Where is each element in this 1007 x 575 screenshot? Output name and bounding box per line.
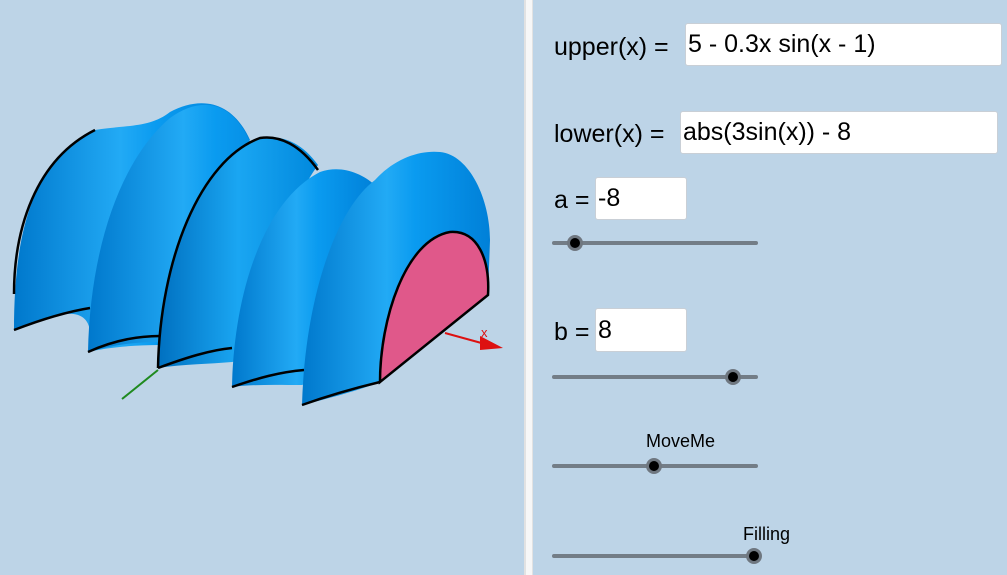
filling-slider[interactable] (552, 546, 762, 566)
b-label: b = (554, 318, 590, 346)
surface-edge (231, 368, 305, 389)
lower-label: lower(x) = (554, 120, 665, 148)
a-slider[interactable] (552, 233, 758, 253)
surface-segment (302, 151, 490, 405)
moveme-slider[interactable] (552, 456, 758, 476)
slider-track[interactable] (552, 554, 758, 558)
slider-thumb[interactable] (725, 369, 742, 385)
surface-edge (301, 380, 381, 407)
slider-track[interactable] (552, 375, 758, 379)
upper-label: upper(x) = (554, 33, 669, 61)
lower-input[interactable]: abs(3sin(x)) - 8 (680, 111, 998, 154)
surface-edge (12, 128, 96, 295)
filling-caption: Filling (743, 524, 791, 544)
graphics-3d-view[interactable]: x (0, 0, 524, 575)
cross-section-face (378, 230, 490, 385)
b-slider[interactable] (552, 367, 758, 387)
slider-thumb[interactable] (645, 458, 662, 474)
surface-edge (157, 346, 233, 370)
b-input[interactable]: 8 (595, 308, 687, 352)
x-axis-label: x (481, 325, 488, 340)
surface-segment (158, 137, 318, 368)
upper-input[interactable]: 5 - 0.3x sin(x - 1) (685, 23, 1002, 66)
surface-edge (87, 334, 161, 354)
algebra-panel: upper(x) = 5 - 0.3x sin(x - 1) lower(x) … (533, 0, 1007, 575)
y-axis-line (121, 369, 159, 400)
solid-of-revolution-plot[interactable]: x (0, 0, 524, 575)
slider-track[interactable] (552, 241, 758, 245)
surface-edge (156, 136, 320, 369)
x-axis-arrow-icon (480, 336, 503, 350)
slider-thumb[interactable] (745, 548, 762, 564)
x-axis-line (444, 332, 486, 345)
surface-edge (13, 306, 91, 332)
surface-segment (232, 169, 375, 387)
slider-thumb[interactable] (566, 235, 583, 251)
moveme-caption: MoveMe (646, 431, 716, 451)
a-label: a = (554, 186, 590, 214)
a-input[interactable]: -8 (595, 177, 687, 220)
panel-divider[interactable] (524, 0, 533, 575)
